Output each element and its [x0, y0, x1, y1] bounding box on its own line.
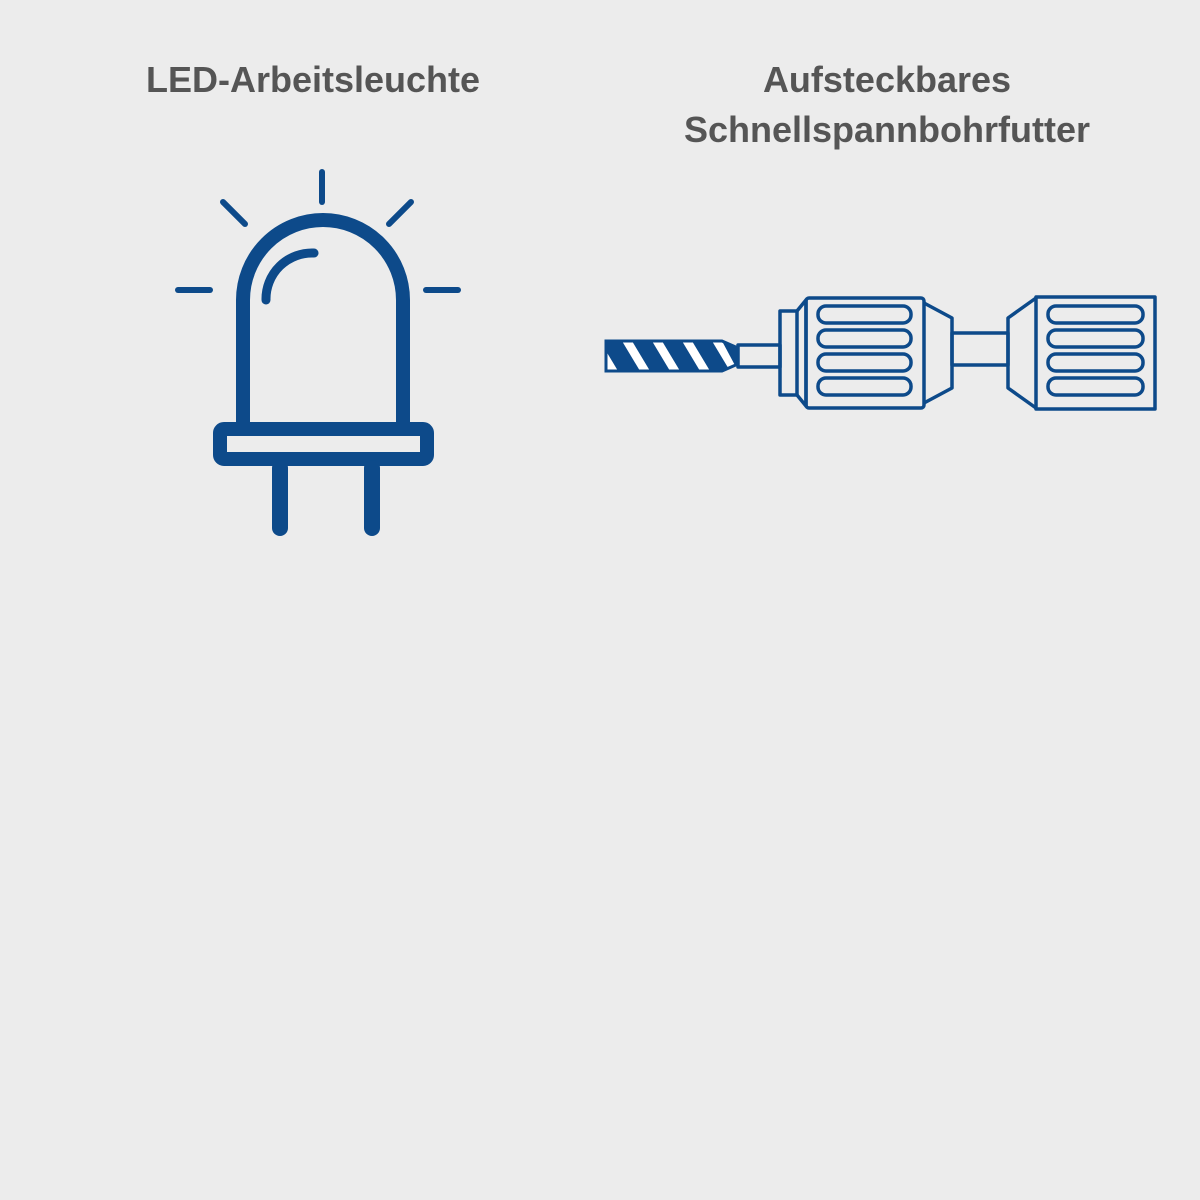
feature-title-drill-chuck: Aufsteckbares Schnellspannbohrfutter: [620, 55, 1154, 155]
feature-title-line: Aufsteckbares: [762, 59, 1012, 100]
drill-chuck-icon: [604, 295, 1157, 411]
feature-title-line: Schnellspannbohrfutter: [683, 109, 1091, 150]
led-icon: [175, 169, 461, 536]
feature-title-led: LED-Arbeitsleuchte: [80, 55, 546, 105]
feature-title-line: LED-Arbeitsleuchte: [145, 59, 481, 100]
